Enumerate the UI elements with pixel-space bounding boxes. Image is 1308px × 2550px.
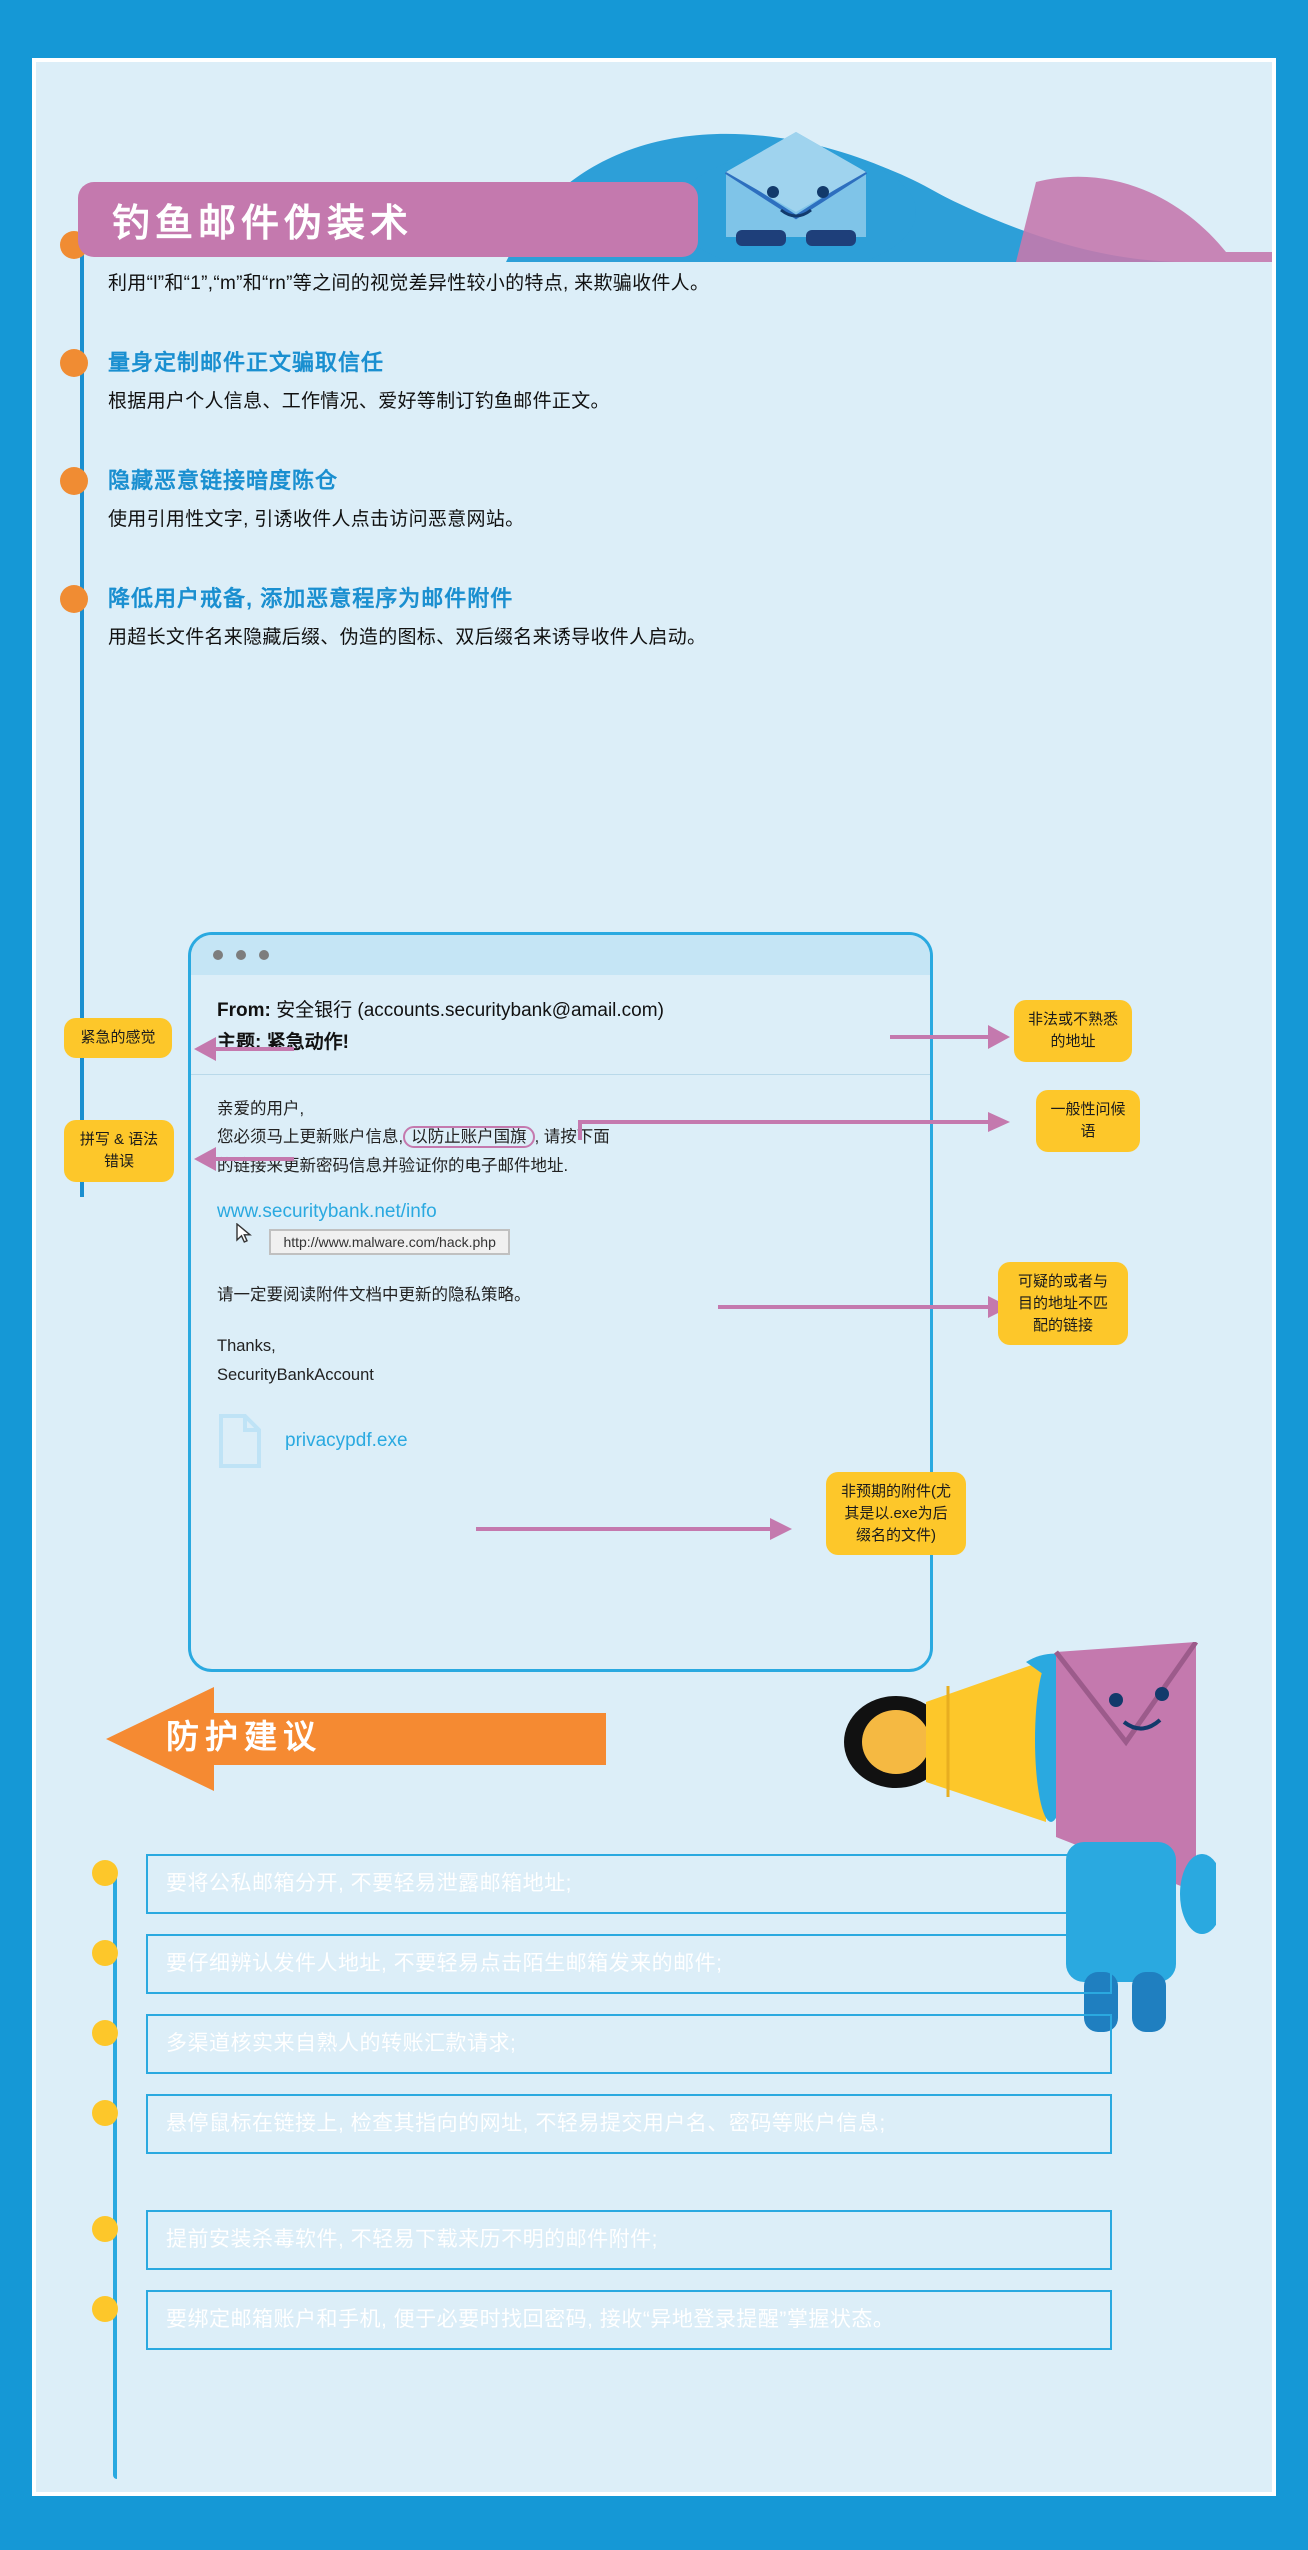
trick-item-4: 降低用户戒备, 添加恶意程序为邮件附件 用超长文件名来隐藏后缀、伪造的图标、双后… bbox=[60, 581, 760, 649]
window-minimize-icon[interactable] bbox=[236, 950, 246, 960]
advice-banner-arrow bbox=[106, 1687, 606, 1791]
callout-address: 非法或不熟悉的地址 bbox=[1014, 1000, 1132, 1062]
bottom-envelope-illustration bbox=[844, 1642, 1216, 2032]
advice-text: 要仔细辨认发件人地址, 不要轻易点击陌生邮箱发来的邮件; bbox=[146, 1934, 1112, 1994]
poster-frame: 钓鱼邮件伪装术 伪造发件人地址以假乱真 利用“l”和“1”,“m”和“rn”等之… bbox=[32, 58, 1276, 2496]
phishing-email-mock: From: 安全银行 (accounts.securitybank@amail.… bbox=[188, 932, 933, 1672]
bullet-dot-icon bbox=[60, 585, 88, 613]
bullet-dot-icon bbox=[92, 1940, 118, 1966]
callout-spelling: 拼写 & 语法错误 bbox=[64, 1120, 174, 1182]
mail-header: From: 安全银行 (accounts.securitybank@amail.… bbox=[191, 975, 930, 1075]
bullet-dot-icon bbox=[60, 349, 88, 377]
bullet-dot-icon bbox=[92, 2020, 118, 2046]
arrow-to-address-callout bbox=[890, 1025, 1010, 1049]
arrow-to-greeting-callout bbox=[578, 1112, 1010, 1140]
bullet-dot-icon bbox=[92, 2100, 118, 2126]
mail-text-b: , 请按下面 bbox=[534, 1128, 610, 1147]
timeline-spine bbox=[80, 237, 84, 1197]
callout-urgency: 紧急的感觉 bbox=[64, 1018, 172, 1058]
mail-paragraph-1: 您必须马上更新账户信息,以防止账户国旗, 请按下面 bbox=[217, 1123, 904, 1152]
trick-body: 用超长文件名来隐藏后缀、伪造的图标、双后缀名来诱导收件人启动。 bbox=[108, 627, 707, 648]
mail-window-titlebar bbox=[191, 935, 930, 975]
advice-text: 提前安装杀毒软件, 不轻易下载来历不明的邮件附件; bbox=[146, 2210, 1112, 2270]
advice-spine bbox=[113, 1874, 117, 2479]
mail-signature: Thanks, SecurityBankAccount bbox=[217, 1332, 904, 1390]
advice-item-3: 多渠道核实来自熟人的转账汇款请求; bbox=[92, 2014, 1112, 2074]
mail-greeting: 亲爱的用户, bbox=[217, 1099, 305, 1118]
mail-body: 亲爱的用户, 您必须马上更新账户信息,以防止账户国旗, 请按下面 的链接来更新密… bbox=[191, 1075, 930, 1480]
title-banner: 钓鱼邮件伪装术 bbox=[78, 182, 698, 257]
trick-body: 根据用户个人信息、工作情况、爱好等制订钓鱼邮件正文。 bbox=[108, 391, 610, 412]
arrow-to-attachment-callout bbox=[476, 1518, 792, 1540]
phishing-link[interactable]: www.securitybank.net/info bbox=[217, 1201, 437, 1223]
link-tooltip: http://www.malware.com/hack.php bbox=[269, 1229, 510, 1256]
trick-body: 利用“l”和“1”,“m”和“rn”等之间的视觉差异性较小的特点, 来欺骗收件人… bbox=[108, 273, 710, 294]
arrow-to-spelling-callout bbox=[194, 1147, 294, 1171]
mail-paragraph-2: 的链接来更新密码信息并验证你的电子邮件地址. bbox=[217, 1157, 569, 1176]
trick-heading: 隐藏恶意链接暗度陈仓 bbox=[108, 468, 339, 493]
advice-item-4: 悬停鼠标在链接上, 检查其指向的网址, 不轻易提交用户名、密码等账户信息; bbox=[92, 2094, 1112, 2154]
trick-item-2: 量身定制邮件正文骗取信任 根据用户个人信息、工作情况、爱好等制订钓鱼邮件正文。 bbox=[60, 345, 760, 413]
callout-link: 可疑的或者与目的地址不匹配的链接 bbox=[998, 1262, 1128, 1346]
window-maximize-icon[interactable] bbox=[259, 950, 269, 960]
mail-attachment-row[interactable]: privacypdf.exe bbox=[217, 1412, 904, 1470]
advice-text: 要绑定邮箱账户和手机, 便于必要时找回密码, 接收“异地登录提醒”掌握状态。 bbox=[146, 2290, 1112, 2350]
arrow-to-link-callout bbox=[718, 1296, 1010, 1318]
advice-item-6: 要绑定邮箱账户和手机, 便于必要时找回密码, 接收“异地登录提醒”掌握状态。 bbox=[92, 2290, 1112, 2350]
arrow-to-urgency-callout bbox=[194, 1037, 294, 1061]
mail-sender-name: SecurityBankAccount bbox=[217, 1365, 374, 1384]
advice-title: 防护建议 bbox=[166, 1718, 322, 1755]
advice-text: 悬停鼠标在链接上, 检查其指向的网址, 不轻易提交用户名、密码等账户信息; bbox=[146, 2094, 1112, 2154]
bullet-dot-icon bbox=[92, 2296, 118, 2322]
mail-from-label: From: bbox=[217, 1000, 271, 1021]
advice-text: 多渠道核实来自熟人的转账汇款请求; bbox=[146, 2014, 1112, 2074]
callout-attachment: 非预期的附件(尤其是以.exe为后缀名的文件) bbox=[826, 1472, 966, 1556]
bullet-dot-icon bbox=[92, 1860, 118, 1886]
trick-heading: 降低用户戒备, 添加恶意程序为邮件附件 bbox=[108, 586, 514, 611]
callout-greeting: 一般性问候语 bbox=[1036, 1090, 1140, 1152]
advice-item-5: 提前安装杀毒软件, 不轻易下载来历不明的邮件附件; bbox=[92, 2210, 1112, 2270]
mail-text-circled: 以防止账户国旗 bbox=[403, 1126, 535, 1149]
mail-note: 请一定要阅读附件文档中更新的隐私策略。 bbox=[217, 1286, 531, 1305]
page-title: 钓鱼邮件伪装术 bbox=[112, 203, 414, 245]
mail-thanks: Thanks, bbox=[217, 1337, 276, 1356]
link-hover-row: http://www.malware.com/hack.php bbox=[217, 1222, 904, 1256]
attachment-filename[interactable]: privacypdf.exe bbox=[285, 1429, 408, 1451]
mail-text-a: 您必须马上更新账户信息, bbox=[217, 1128, 404, 1147]
window-close-icon[interactable] bbox=[213, 950, 223, 960]
mail-subject: 主题: 紧急动作! bbox=[217, 1031, 349, 1053]
advice-text: 要将公私邮箱分开, 不要轻易泄露邮箱地址; bbox=[146, 1854, 1112, 1914]
mouse-cursor-icon bbox=[236, 1222, 252, 1244]
advice-item-2: 要仔细辨认发件人地址, 不要轻易点击陌生邮箱发来的邮件; bbox=[92, 1934, 1112, 1994]
trick-body: 使用引用性文字, 引诱收件人点击访问恶意网站。 bbox=[108, 509, 525, 530]
bullet-dot-icon bbox=[92, 2216, 118, 2242]
mail-from-row: From: 安全银行 (accounts.securitybank@amail.… bbox=[217, 997, 904, 1025]
advice-item-1: 要将公私邮箱分开, 不要轻易泄露邮箱地址; bbox=[92, 1854, 1112, 1914]
file-attachment-icon bbox=[219, 1413, 261, 1468]
trick-heading: 量身定制邮件正文骗取信任 bbox=[108, 350, 385, 375]
bullet-dot-icon bbox=[60, 467, 88, 495]
trick-item-3: 隐藏恶意链接暗度陈仓 使用引用性文字, 引诱收件人点击访问恶意网站。 bbox=[60, 463, 760, 531]
mail-from-value: 安全银行 (accounts.securitybank@amail.com) bbox=[276, 1000, 664, 1021]
